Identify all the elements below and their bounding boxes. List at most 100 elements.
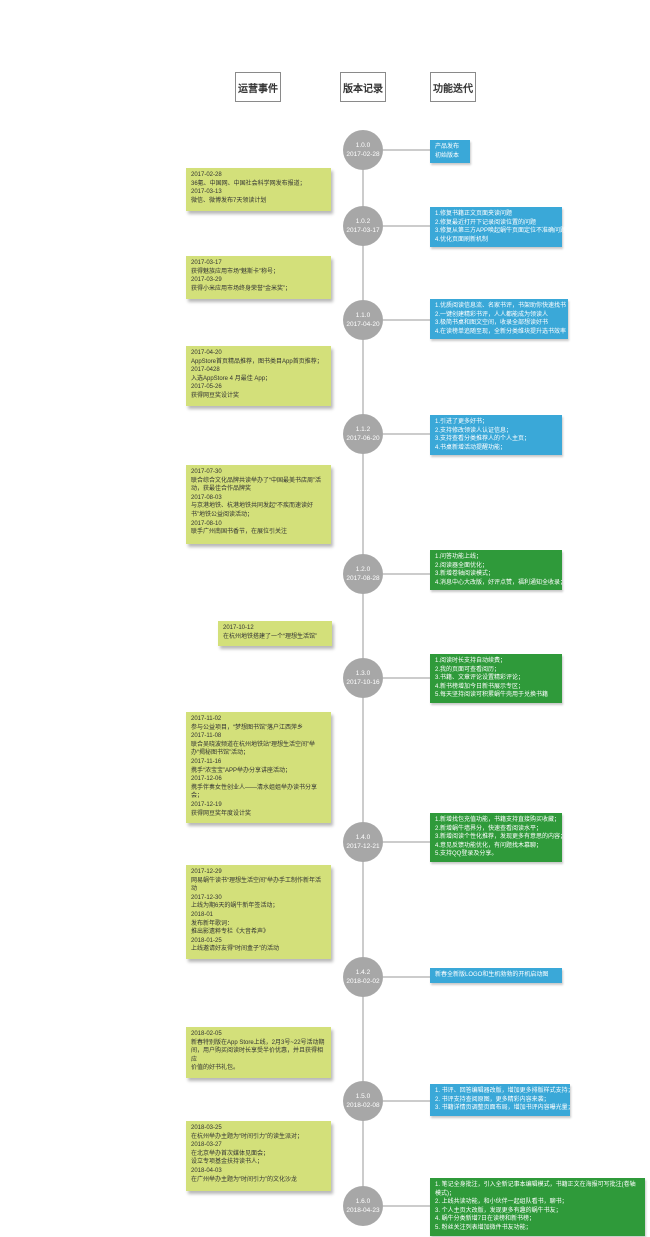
event-line: 2018-03-27 [191,1142,222,1149]
event-line: 获得魅族应用市场“魅斯卡”称号； [191,268,279,275]
feature-box: 新春全新版LOGO和生机勃勃的开机启动图 [430,968,562,983]
version-date: 2018-04-23 [346,1207,380,1214]
feature-line: 1.新增找包充值功能，书籍支持直接购买收藏； [435,817,561,823]
event-line: 2017-05-26 [191,384,222,391]
event-line: 2017-12-06 [191,776,222,783]
event-line: 推出影遗粹专栏《大音希声》 [191,929,270,936]
event-line: 2017-0428 [191,367,220,374]
feature-line: 产品发布 [435,144,460,150]
event-line: 获得网豆奖设计奖 [191,392,240,399]
event-line: 与京港地铁、杭港地铁共同发起“不疾而速读好 [191,503,313,510]
feature-line: 1. 笔记全身批注，引入全新记事本编辑模式，书籍正文在海报可写批注(卷轴模式)； [435,1182,636,1197]
version-number: 1.1.0 [355,312,371,319]
feature-line: 2.新增蜗牛墙界分，快速查看阅读水平； [435,825,543,832]
header-versions: 版本记录 [340,72,386,102]
feature-line: 2.支持修改领读人认证信息； [435,427,513,434]
event-line: 2017-12-30 [191,894,222,901]
event-line: 上线邀请好友得“时间盒子”的活动 [191,946,279,953]
event-line: 设立专项基金扶持读书人； [191,1159,264,1166]
version-date: 2017-06-20 [346,435,380,442]
feature-line: 3.修复从第三方APP唤起蜗牛页面定位不准确问题 [435,228,567,235]
feature-line: 1.修复书籍正文页面夹读问题 [435,211,513,217]
feature-line: 3. 个人主页大改版，发现更多有趣的蜗牛书友； [435,1207,562,1214]
event-line: 在广州举办主题为“时间引力”的文化沙龙 [191,1176,297,1183]
event-line: 2017-12-29 [191,869,222,875]
event-line: 2017-03-13 [191,189,222,196]
feature-line: 1.问答功能上线； [435,554,483,560]
event-line: 上线为期6天的蜗牛新年签活动； [191,903,279,910]
version-node: 1.1.0 2017-04-20 [343,300,383,340]
event-line: 联合综合文化品牌共读举办了“中国最美书店周”活动，获最佳合作品牌奖 [191,477,321,493]
event-line: 2017-02-28 [191,172,222,178]
event-line: 参与公益项目，“梦想图书馆”落户江西萍乡 [191,724,303,731]
version-date: 2018-02-02 [346,978,380,985]
feature-line: 5.支持QQ登录及分享。 [435,851,498,858]
event-line: 获得小米应用市场终身荣誉“金米奖”； [191,285,291,292]
event-line: 间，用户购买阅读时长享受半价优惠，并且获得相应 [191,1048,324,1063]
feature-line: 1.引进了更多好书； [435,419,489,425]
feature-line: 4.书桌新增活动提醒功能； [435,444,507,451]
feature-line: 3. 书籍详情页调整页面布局，增加书评内容曝光量； [435,1105,574,1112]
feature-line: 4.消息中心大改版，好评点赞，福利通知全收录； [435,579,567,586]
event-note: 2017-11-02 参与公益项目，“梦想图书馆”落户江西萍乡 2017-11-08… [186,712,331,824]
feature-line: 1.阅读时长支持自动续费； [435,658,507,664]
event-line: 2018-01-25 [191,937,222,944]
feature-line: 1. 书评、回答编辑器改版，增加更多排版样式支持； [435,1088,574,1094]
event-line: 获得网豆奖年度设计奖 [191,810,252,817]
event-line: 发布新年歌词： [191,920,234,927]
event-line: 2017-03-17 [191,260,222,266]
feature-box: 1. 书评、回答编辑器改版，增加更多排版样式支持； 2. 书评支持查阅原图，更多精… [430,1084,574,1116]
feature-line: 2.阅读器全面优化； [435,562,489,569]
version-number: 1.0.0 [355,142,371,149]
event-line: 2017-04-20 [191,350,222,356]
feature-line: 3.书籍、文章评论设置精彩评论； [435,675,525,682]
version-number: 1.6.0 [355,1198,371,1205]
event-line: 2017-11-02 [191,716,222,722]
feature-line: 2. 书评支持查阅原图，更多精彩内容来袭； [435,1096,550,1103]
version-node: 1.0.2 2017-03-17 [343,206,383,246]
feature-line: 4.新书榜增加今日新书展示专区； [435,683,525,690]
event-line: 在杭州举办主题为“时间引力”的读生派对； [191,1133,303,1140]
header-events: 运营事件 [235,72,281,102]
version-number: 1.3.0 [355,670,371,677]
event-line: 2018-02-05 [191,1031,222,1037]
event-line: 在杭州地铁搭建了一个“理想生活馆” [223,633,317,640]
event-line: 2017-03-29 [191,277,222,284]
event-line: 价值的好书礼包。 [191,1065,240,1072]
event-line: 2018-01 [191,911,214,918]
event-line: 动 [191,886,198,893]
event-line: 办“揭秘图书馆”活动； [191,750,249,757]
event-line: 2018-03-25 [191,1125,222,1131]
feature-line: 2.一键创建精彩书评，人人都能成为领读人 [435,311,549,318]
event-line: 2017-08-10 [191,520,222,527]
version-date: 2017-03-17 [346,227,380,234]
feature-line: 1.优质阅读信息流、名家书评，书架助你快速找书 [435,303,567,309]
event-line: 在北京举办首次媒体见面会； [191,1150,270,1157]
feature-box: 1.引进了更多好书； 2.支持修改领读人认证信息； 3.支持查看分类推荐人的个人主页… [430,415,562,456]
event-line: AppStore首页精品推荐，图书类目App首页推荐； [191,358,323,365]
feature-box: 1. 笔记全身批注，引入全新记事本编辑模式，书籍正文在海报可写批注(卷轴模式)；… [430,1178,645,1236]
version-date: 2017-04-20 [346,321,380,328]
feature-line: 3.支持查看分类推荐人的个人主页； [435,436,531,443]
feature-box: 1.新增找包充值功能，书籍支持直接购买收藏； 2.新增蜗牛墙界分，快速查看阅读水平… [430,813,566,862]
event-line: 2017-11-08 [191,733,222,740]
feature-line: 4.意见反馈功能优化，有问题找木慕聊； [435,842,543,849]
version-number: 1.0.2 [355,218,371,225]
header-features: 功能迭代 [430,72,476,102]
event-line: 联手广州南国书香节，在展位引关注 [191,529,288,536]
event-line: 网易蜗牛读书“理想生活空间”举办手工制作新年活 [191,877,321,884]
feature-line: 初始版本 [435,152,460,159]
feature-line: 5.每天坚持阅读可积累蜗牛壳用于兑换书籍 [435,692,549,699]
version-date: 2017-02-28 [346,151,380,158]
